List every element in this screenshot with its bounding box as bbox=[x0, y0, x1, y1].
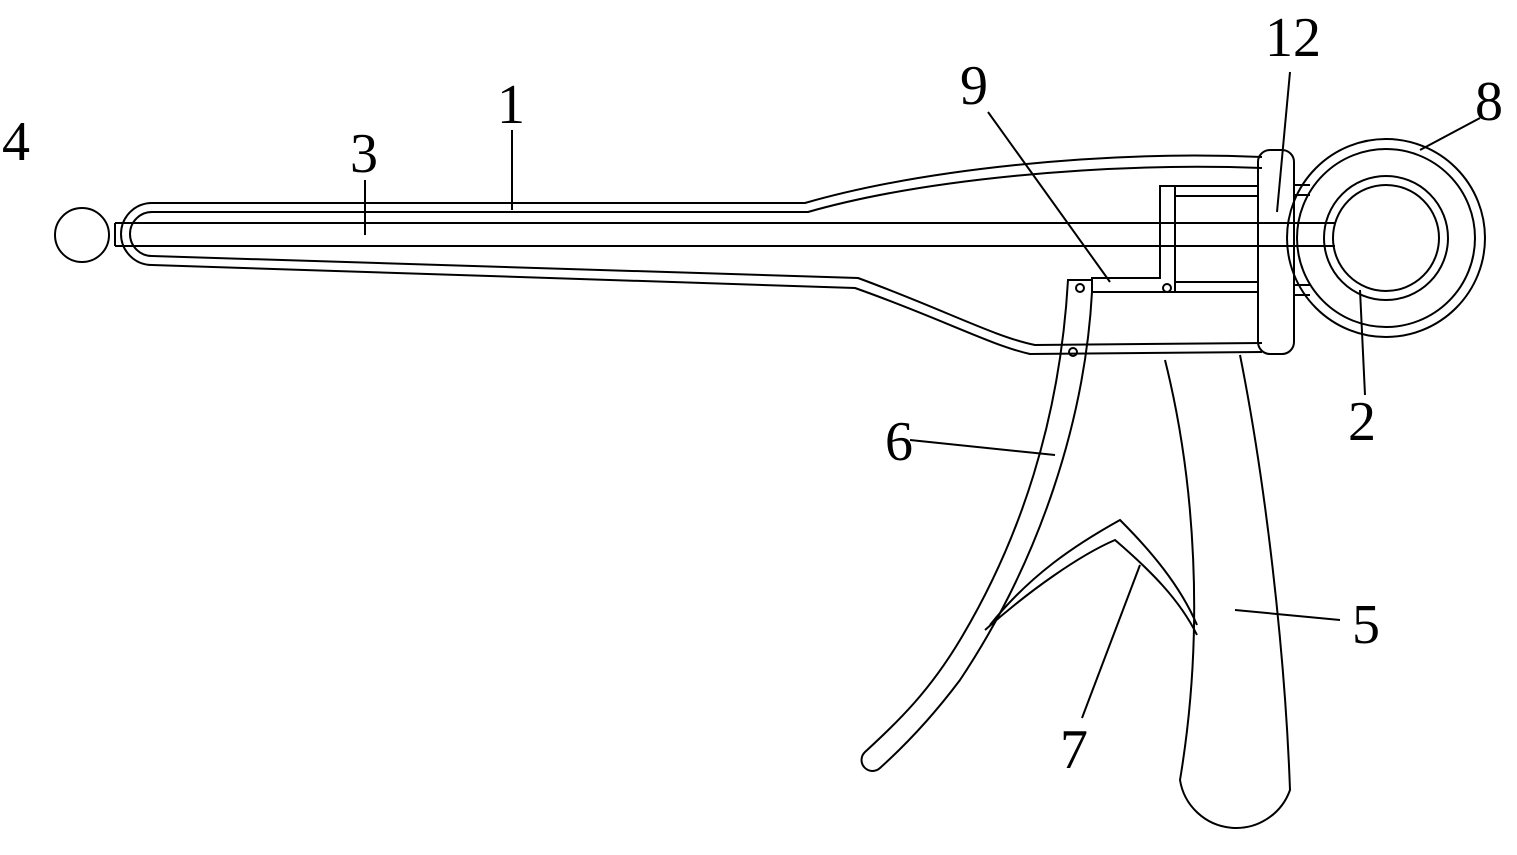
barrel-housing-outer bbox=[120, 154, 1263, 356]
return-spring bbox=[984, 518, 1198, 636]
label-2: 2 bbox=[1348, 391, 1376, 453]
slider-frame bbox=[1091, 185, 1258, 293]
outer-ring-inner-edge bbox=[1296, 148, 1476, 328]
label-5: 5 bbox=[1352, 594, 1380, 656]
pivot-pin bbox=[1162, 283, 1172, 293]
push-rod bbox=[114, 222, 1335, 247]
outer-ring bbox=[1286, 138, 1486, 338]
trigger-lever bbox=[860, 279, 1093, 772]
pivot-pin bbox=[1068, 347, 1078, 357]
label-6: 6 bbox=[885, 411, 913, 473]
label-4: 4 bbox=[2, 111, 30, 173]
inner-ring bbox=[1323, 175, 1449, 301]
leader-lines bbox=[364, 71, 1481, 719]
label-3: 3 bbox=[350, 123, 378, 185]
label-7: 7 bbox=[1060, 719, 1088, 781]
ring-neck bbox=[1294, 184, 1310, 296]
label-12: 12 bbox=[1265, 7, 1321, 69]
locking-block bbox=[1257, 149, 1295, 355]
label-9: 9 bbox=[960, 55, 988, 117]
fixed-handle bbox=[1164, 354, 1292, 829]
label-8: 8 bbox=[1475, 71, 1503, 133]
label-1: 1 bbox=[497, 74, 525, 136]
ball-tip bbox=[54, 207, 110, 263]
inner-ring-inner-edge bbox=[1332, 184, 1440, 292]
barrel-housing-inner bbox=[129, 165, 1263, 347]
pivot-pin bbox=[1075, 283, 1085, 293]
